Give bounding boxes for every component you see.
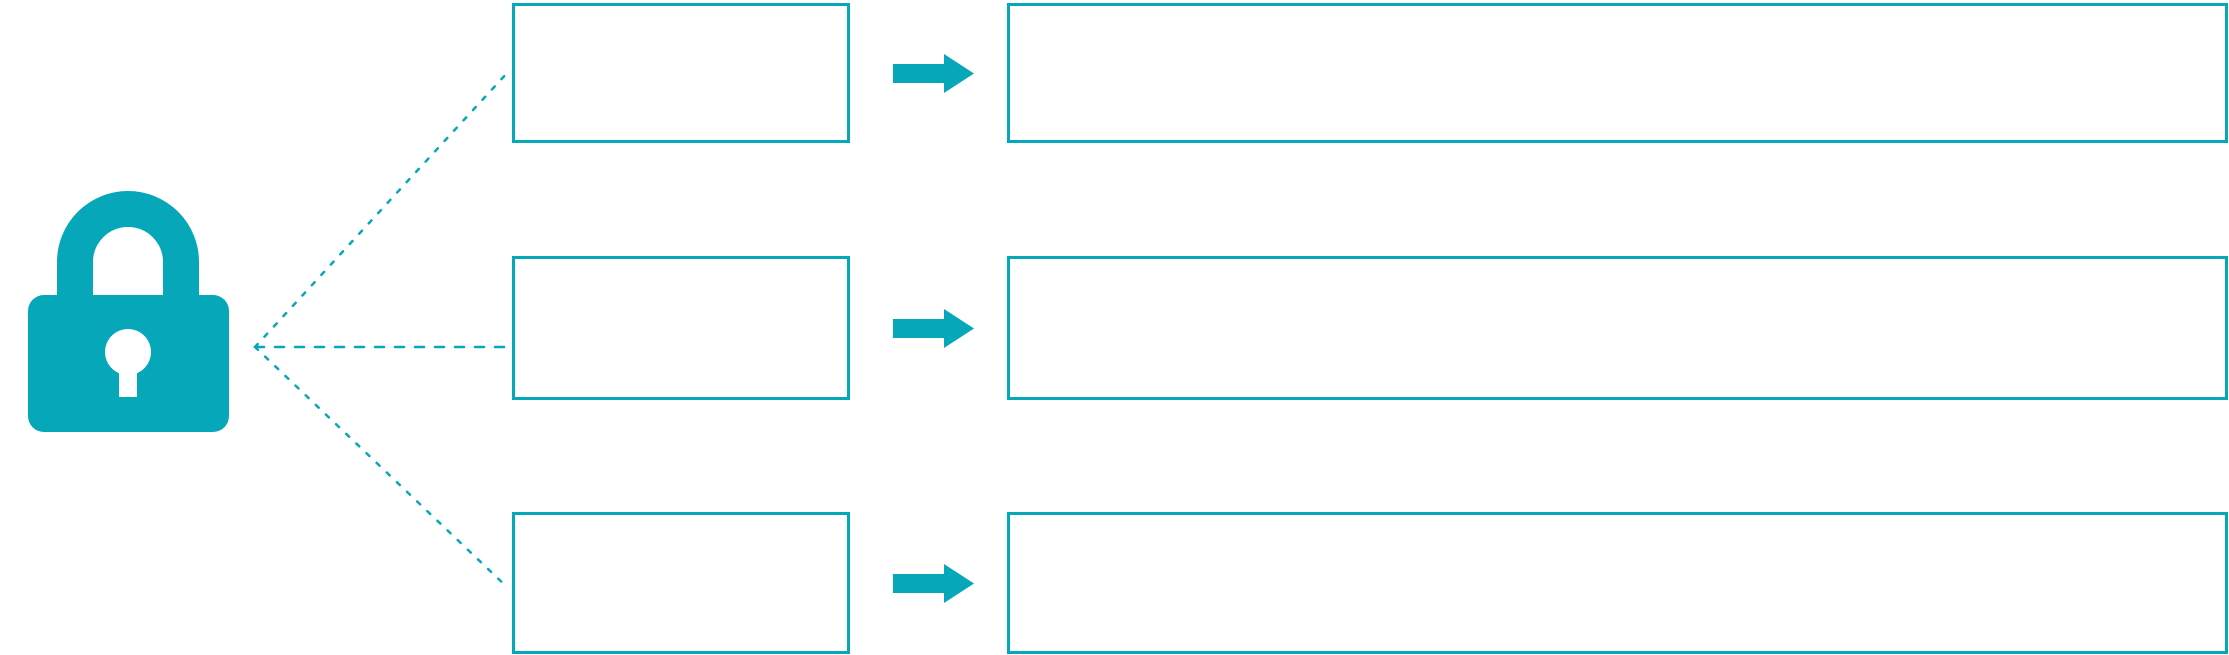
lock-keyhole-stem [119, 352, 137, 397]
row-1-right-box-label [1008, 4, 2228, 143]
row-1-right-box-content[interactable] [1008, 4, 2228, 143]
row-2 [512, 256, 2228, 400]
row-3-right-box-label [1008, 513, 2228, 654]
row-1 [512, 3, 2228, 143]
fan-connectors [253, 70, 510, 590]
row-3-arrow-right-icon [893, 564, 974, 603]
connector-line-row-1 [253, 70, 510, 349]
row-3-left-box-label [513, 513, 850, 654]
row-2-right-box-content[interactable] [1008, 257, 2228, 400]
row-3-right-box[interactable] [1007, 512, 2228, 654]
row-3-right-box-content[interactable] [1008, 513, 2228, 654]
row-3-left-box-content[interactable] [513, 513, 850, 654]
row-2-right-box-label [1008, 257, 2228, 400]
row-2-arrow-right-icon [893, 309, 974, 348]
row-2-left-box-content[interactable] [513, 257, 850, 400]
row-2-left-box-label [513, 257, 850, 400]
row-3 [512, 512, 2228, 654]
row-1-left-box-content[interactable] [513, 4, 850, 143]
row-2-left-box[interactable] [512, 256, 850, 400]
lock-shackle [57, 191, 199, 302]
row-1-right-box[interactable] [1007, 3, 2228, 143]
row-1-left-box[interactable] [512, 3, 850, 143]
row-2-right-box[interactable] [1007, 256, 2228, 400]
row-3-left-box[interactable] [512, 512, 850, 654]
connector-line-row-3 [253, 345, 510, 590]
lock-icon [28, 191, 229, 432]
row-1-arrow-right-icon [893, 54, 974, 93]
row-1-left-box-label [513, 4, 850, 143]
